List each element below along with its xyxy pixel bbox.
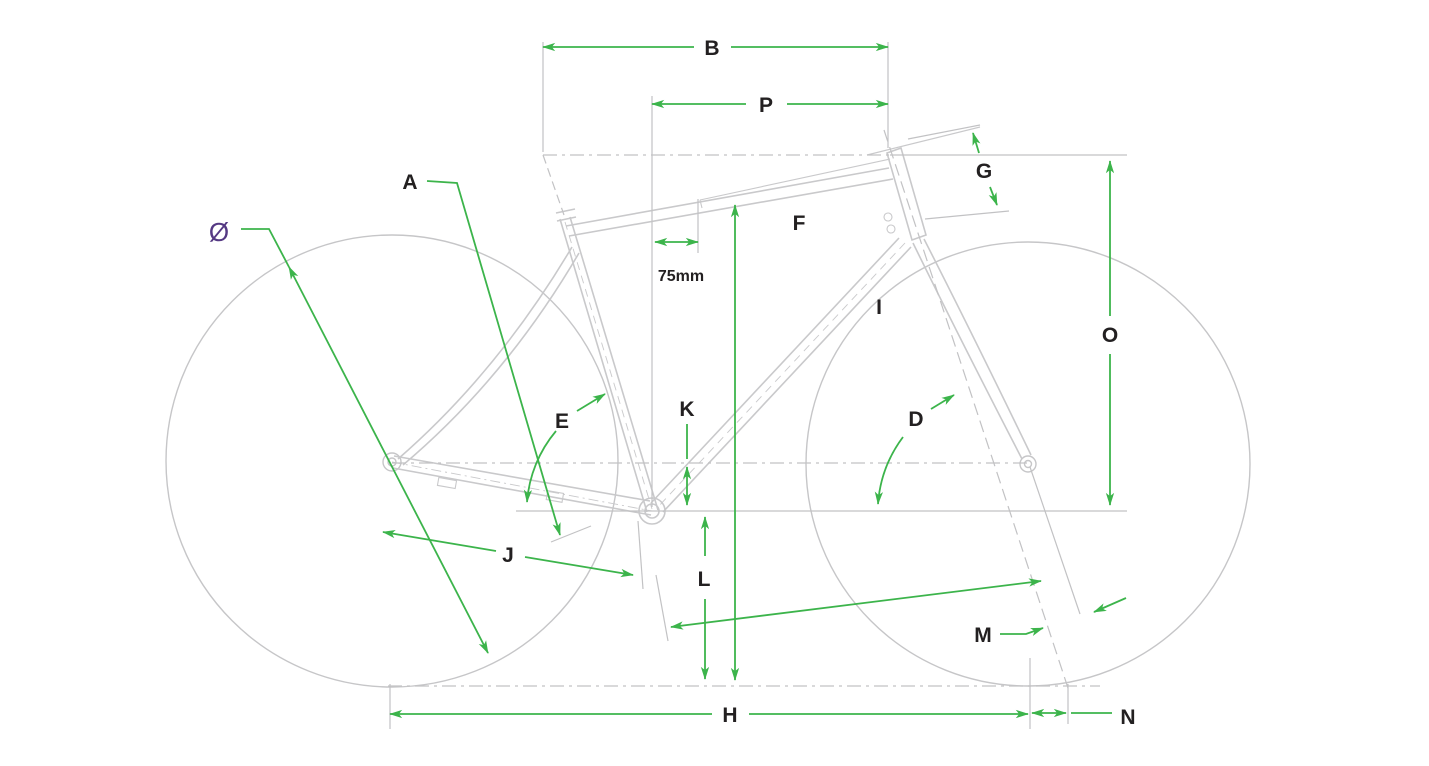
seat-stays bbox=[397, 246, 580, 466]
dimensions bbox=[241, 42, 1127, 719]
tick-chainstay-bb bbox=[637, 520, 644, 590]
label-75mm: 75mm bbox=[658, 268, 704, 285]
label-wheel-diameter: Ø bbox=[209, 217, 229, 247]
label-N: N bbox=[1120, 706, 1135, 729]
label-O: O bbox=[1102, 324, 1118, 347]
front-hub bbox=[1019, 455, 1037, 473]
tick-seataxis-below-bb bbox=[655, 574, 669, 642]
fork-rake-line bbox=[1029, 466, 1081, 615]
tick-headtube-axis-bottom bbox=[924, 210, 1010, 220]
label-G: G bbox=[976, 160, 992, 183]
head-tube bbox=[866, 126, 981, 242]
label-M: M bbox=[974, 624, 992, 647]
rear-wheel bbox=[165, 234, 619, 688]
front-axle bbox=[1023, 459, 1033, 469]
label-L: L bbox=[698, 568, 711, 591]
dim-wheel-diameter bbox=[241, 228, 489, 654]
wheels bbox=[165, 234, 1251, 688]
label-J: J bbox=[502, 544, 514, 567]
seat-tube bbox=[555, 208, 659, 513]
dim-J-chainstay bbox=[382, 529, 634, 578]
label-E: E bbox=[555, 410, 569, 433]
dim-D-head-angle bbox=[874, 394, 955, 505]
dim-M-fork-rake bbox=[1000, 597, 1127, 636]
label-I: I bbox=[876, 296, 882, 319]
dim-E-seat-angle bbox=[523, 393, 606, 503]
front-wheel bbox=[805, 241, 1251, 687]
fork bbox=[912, 238, 1032, 460]
tick-headtube-axis-top bbox=[907, 124, 981, 140]
construction-lines bbox=[388, 42, 1127, 729]
label-A: A bbox=[402, 171, 417, 194]
dim-I-front-center-line bbox=[670, 578, 1042, 630]
dim-A-seattube bbox=[426, 180, 561, 536]
label-K: K bbox=[679, 398, 694, 421]
tick-seattube-bottom bbox=[550, 525, 592, 543]
labels: A B P F G I O D E K J L M H N Ø 75mm bbox=[209, 37, 1136, 729]
top-tube bbox=[565, 158, 894, 237]
label-D: D bbox=[908, 408, 923, 431]
bike-frame bbox=[391, 126, 1032, 525]
label-H: H bbox=[722, 704, 737, 727]
down-tube bbox=[650, 237, 912, 513]
label-P: P bbox=[759, 94, 773, 117]
seat-axis-extension bbox=[542, 154, 565, 216]
label-F: F bbox=[793, 212, 806, 235]
dim-G-headtube-length bbox=[972, 132, 998, 206]
label-B: B bbox=[704, 37, 719, 60]
